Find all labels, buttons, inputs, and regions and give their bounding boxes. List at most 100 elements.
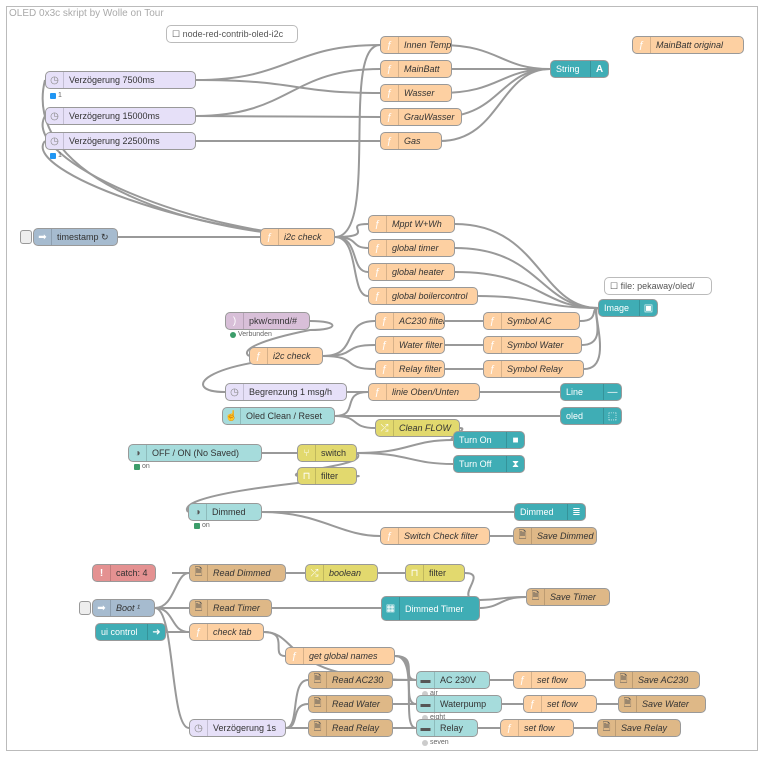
- oled-dimmed[interactable]: Dimmed≣: [514, 503, 586, 521]
- clock-icon: ◷: [46, 133, 64, 149]
- clock-icon: ◷: [226, 384, 244, 400]
- file-read-water[interactable]: 🗎Read Water: [308, 695, 393, 713]
- ui-turn-off[interactable]: Turn Off⧗: [453, 455, 525, 473]
- toggle-icon: ◑: [189, 504, 207, 520]
- delay-22500[interactable]: ◷Verzögerung 22500ms: [45, 132, 196, 150]
- delay-begrenzung[interactable]: ◷Begrenzung 1 msg/h: [225, 383, 347, 401]
- inject-timestamp[interactable]: ➡timestamp ↻: [33, 228, 118, 246]
- inject-boot-button[interactable]: [79, 601, 91, 615]
- text-icon: A: [590, 61, 608, 77]
- file-save-water[interactable]: 🗎Save Water: [618, 695, 706, 713]
- file-save-relay[interactable]: 🗎Save Relay: [597, 719, 681, 737]
- inject-boot[interactable]: ➡Boot ¹: [92, 599, 155, 617]
- file-icon: 🗎: [309, 696, 327, 712]
- oled-image[interactable]: Image▣: [598, 299, 658, 317]
- mqtt-status: Verbunden: [230, 331, 272, 338]
- file-save-timer[interactable]: 🗎Save Timer: [526, 588, 610, 606]
- dimmed-status: on: [194, 522, 210, 529]
- delay-7500-status: 1: [50, 92, 62, 99]
- image-icon: ▣: [639, 300, 657, 316]
- line-icon: —: [603, 384, 621, 400]
- switch-node[interactable]: ⑂switch: [297, 444, 357, 462]
- function-icon: ƒ: [514, 672, 532, 688]
- file-read-timer[interactable]: 🗎Read Timer: [189, 599, 272, 617]
- ui-switch-dimmed[interactable]: ◑Dimmed: [188, 503, 262, 521]
- ui-switch-waterpump[interactable]: ▬Waterpump: [416, 695, 502, 713]
- delay-15000[interactable]: ◷Verzögerung 15000ms: [45, 107, 196, 125]
- filter-icon: ⊓: [298, 468, 316, 484]
- oled-line[interactable]: Line—: [560, 383, 622, 401]
- relay-status: seven: [422, 739, 449, 746]
- function-icon: ƒ: [381, 37, 399, 53]
- ui-dimmed-timer[interactable]: ▦Dimmed Timer: [381, 596, 480, 621]
- change-boolean[interactable]: ⤮boolean: [305, 564, 378, 582]
- file-save-ac230[interactable]: 🗎Save AC230: [614, 671, 700, 689]
- file-save-dimmed[interactable]: 🗎Save Dimmed: [513, 527, 597, 545]
- file-read-ac230[interactable]: 🗎Read AC230: [308, 671, 393, 689]
- delay-1s[interactable]: ◷Verzögerung 1s: [189, 719, 286, 737]
- file-icon: 🗎: [190, 565, 208, 581]
- file-read-relay[interactable]: 🗎Read Relay: [308, 719, 393, 737]
- catch-node[interactable]: !catch: 4: [92, 564, 156, 582]
- delay-7500[interactable]: ◷Verzögerung 7500ms: [45, 71, 196, 89]
- wifi-icon: ): [226, 313, 244, 329]
- ui-switch-ac230v[interactable]: ▬AC 230V: [416, 671, 490, 689]
- function-icon: ƒ: [381, 61, 399, 77]
- clock-icon: ◷: [46, 72, 64, 88]
- function-icon: ƒ: [381, 528, 399, 544]
- inject-button[interactable]: [20, 230, 32, 244]
- function-icon: ƒ: [381, 133, 399, 149]
- flow-title: OLED 0x3c skript by Wolle on Tour: [9, 8, 164, 19]
- ui-button-oled-clean[interactable]: ☝Oled Clean / Reset: [222, 407, 335, 425]
- ui-switch-relay[interactable]: ▬Relay: [416, 719, 478, 737]
- comment-file[interactable]: ☐ file: pekaway/oled/: [604, 277, 712, 295]
- filter-node-2[interactable]: ⊓filter: [405, 564, 465, 582]
- clock-icon: ◷: [190, 720, 208, 736]
- clock-icon: ◷: [46, 108, 64, 124]
- square-icon: ■: [506, 432, 524, 448]
- comment-oled-lib[interactable]: ☐ node-red-contrib-oled-i2c: [166, 25, 298, 43]
- ui-turn-on[interactable]: Turn On■: [453, 431, 525, 449]
- filter-node-1[interactable]: ⊓filter: [297, 467, 357, 485]
- oled-clear[interactable]: oled⬚: [560, 407, 622, 425]
- mqtt-in[interactable]: )pkw/cmnd/#: [225, 312, 310, 330]
- file-icon: 🗎: [619, 696, 637, 712]
- change-clean-flow[interactable]: ⤮Clean FLOW: [375, 419, 460, 437]
- ui-switch-off-on[interactable]: ◑OFF / ON (No Saved): [128, 444, 262, 462]
- toggle-icon: ▬: [417, 672, 435, 688]
- function-icon: ƒ: [524, 696, 542, 712]
- ui-control[interactable]: ui control➜: [95, 623, 166, 641]
- function-icon: ƒ: [376, 361, 394, 377]
- function-icon: ƒ: [369, 288, 387, 304]
- file-read-dimmed[interactable]: 🗎Read Dimmed: [189, 564, 286, 582]
- function-icon: ƒ: [381, 109, 399, 125]
